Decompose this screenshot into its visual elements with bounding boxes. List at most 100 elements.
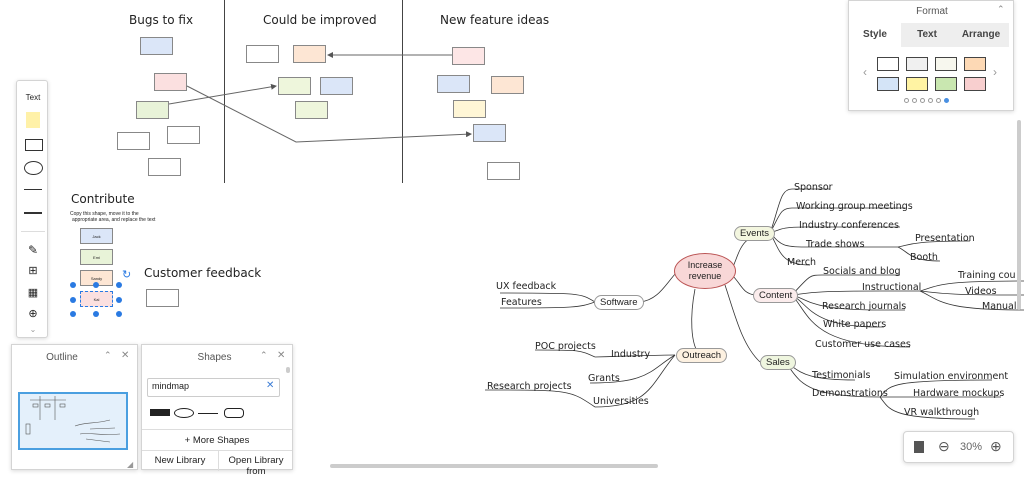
sticky-note[interactable] [295, 101, 328, 119]
resize-handle[interactable] [93, 282, 99, 288]
mindmap-node[interactable]: Simulation environment [894, 371, 1009, 382]
mindmap-shape-thumbnail[interactable] [198, 413, 218, 414]
sticky-note[interactable] [146, 289, 179, 307]
chevron-left-icon[interactable]: ‹ [863, 65, 867, 79]
resize-handle[interactable] [93, 311, 99, 317]
new-library-button[interactable]: New Library [154, 455, 206, 466]
mindmap-node[interactable]: Videos [965, 286, 997, 297]
chevron-down-icon[interactable]: ⌄ [29, 325, 37, 334]
style-swatch[interactable] [935, 77, 957, 91]
mindmap-branch-content[interactable]: Content [753, 288, 799, 303]
close-icon[interactable]: ✕ [277, 350, 286, 361]
mindmap-node[interactable]: Trade shows [806, 239, 865, 250]
sticky-note[interactable] [246, 45, 279, 63]
contribute-card-selected[interactable]: Kal [80, 291, 113, 307]
sticky-note-tool[interactable] [26, 112, 40, 128]
mindmap-center-node[interactable]: Increase revenue [674, 253, 736, 289]
resize-grip-icon[interactable]: ◢ [127, 460, 134, 469]
mindmap-branch-sales[interactable]: Sales [760, 355, 796, 370]
mindmap-branch-events[interactable]: Events [734, 226, 776, 241]
map-icon[interactable] [914, 441, 924, 453]
tab-arrange[interactable]: Arrange [953, 23, 1009, 47]
contribute-card[interactable]: Emi [80, 249, 113, 265]
page-dot-active[interactable] [944, 98, 949, 103]
line-tool[interactable] [24, 189, 42, 190]
rotate-icon[interactable]: ↻ [122, 269, 132, 281]
sticky-note[interactable] [452, 47, 485, 65]
mindmap-shape-thumbnail[interactable] [150, 409, 170, 416]
sticky-note[interactable] [491, 76, 524, 94]
mindmap-node[interactable]: Presentation [915, 233, 975, 244]
mindmap-node[interactable]: POC projects [535, 341, 596, 352]
style-swatch[interactable] [964, 57, 986, 71]
sticky-note[interactable] [320, 77, 353, 95]
sticky-note[interactable] [148, 158, 181, 176]
collapse-icon[interactable]: ⌃ [997, 4, 1005, 14]
style-swatch[interactable] [906, 77, 928, 91]
horizontal-scrollbar[interactable] [330, 464, 658, 468]
sticky-note[interactable] [293, 45, 326, 63]
insert-icon[interactable]: ⊕ [28, 308, 38, 320]
sticky-note[interactable] [154, 73, 187, 91]
sticky-note[interactable] [167, 126, 200, 144]
sticky-note[interactable] [136, 101, 169, 119]
open-library-button[interactable]: Open Library from [228, 455, 284, 477]
mindmap-node[interactable]: Merch [787, 257, 816, 268]
shapes-search-box[interactable]: mindmap ✕ [147, 378, 280, 397]
mindmap-node[interactable]: Manual [982, 301, 1017, 312]
shapes-add-icon[interactable]: ⊞ [28, 265, 38, 277]
mindmap-node[interactable]: Demonstrations [812, 388, 888, 399]
mindmap-shape-thumbnail[interactable] [224, 408, 244, 418]
collapse-icon[interactable]: ⌃ [104, 350, 112, 360]
zoom-out-icon[interactable]: ⊖ [938, 438, 950, 454]
mindmap-shape-thumbnail[interactable] [174, 408, 194, 418]
resize-handle[interactable] [116, 311, 122, 317]
mindmap-node[interactable]: Customer use cases [815, 339, 911, 350]
resize-handle[interactable] [70, 282, 76, 288]
style-swatch[interactable] [906, 57, 928, 71]
ellipse-tool[interactable] [24, 161, 43, 175]
resize-handle[interactable] [116, 297, 122, 303]
resize-handle[interactable] [116, 282, 122, 288]
shapes-search-input[interactable]: mindmap [152, 381, 190, 391]
tab-text[interactable]: Text [901, 23, 953, 47]
page-dot[interactable] [920, 98, 925, 103]
mindmap-node[interactable]: Grants [588, 373, 620, 384]
mindmap-node[interactable]: Sponsor [794, 182, 833, 193]
style-swatch[interactable] [964, 77, 986, 91]
mindmap-node[interactable]: White papers [823, 319, 887, 330]
arrow-tool[interactable] [24, 212, 42, 214]
close-icon[interactable]: ✕ [121, 350, 130, 361]
zoom-level[interactable]: 30% [960, 441, 983, 453]
mindmap-branch-software[interactable]: Software [594, 295, 644, 310]
text-tool[interactable]: Text [25, 93, 41, 102]
sticky-note[interactable] [453, 100, 486, 118]
resize-handle[interactable] [70, 311, 76, 317]
zoom-in-icon[interactable]: ⊕ [990, 438, 1002, 454]
mindmap-node[interactable]: Industry conferences [799, 220, 899, 231]
mindmap-node[interactable]: Instructional [862, 282, 922, 293]
sticky-note[interactable] [473, 124, 506, 142]
sticky-note[interactable] [140, 37, 173, 55]
mindmap-node[interactable]: UX feedback [496, 281, 557, 292]
mindmap-node[interactable]: Research journals [822, 301, 907, 312]
scrollbar-thumb[interactable] [286, 367, 290, 373]
table-icon[interactable]: ▦ [27, 287, 39, 299]
freehand-icon[interactable]: ✎ [27, 243, 39, 257]
resize-handle[interactable] [70, 297, 76, 303]
style-swatch[interactable] [877, 57, 899, 71]
collapse-icon[interactable]: ⌃ [260, 350, 268, 360]
mindmap-node[interactable]: Socials and blog [823, 266, 901, 277]
clear-search-icon[interactable]: ✕ [266, 380, 275, 391]
mindmap-node[interactable]: Booth [910, 252, 938, 263]
chevron-right-icon[interactable]: › [993, 65, 997, 79]
sticky-note[interactable] [117, 132, 150, 150]
mindmap-node[interactable]: Features [501, 297, 542, 308]
mindmap-node[interactable]: Research projects [487, 381, 572, 392]
mindmap-node[interactable]: Industry [611, 349, 651, 360]
contribute-card[interactable]: Jack [80, 228, 113, 244]
mindmap-node[interactable]: Testimonials [812, 370, 871, 381]
mindmap-branch-outreach[interactable]: Outreach [676, 348, 728, 363]
mindmap-node[interactable]: Hardware mockups [913, 388, 1005, 399]
